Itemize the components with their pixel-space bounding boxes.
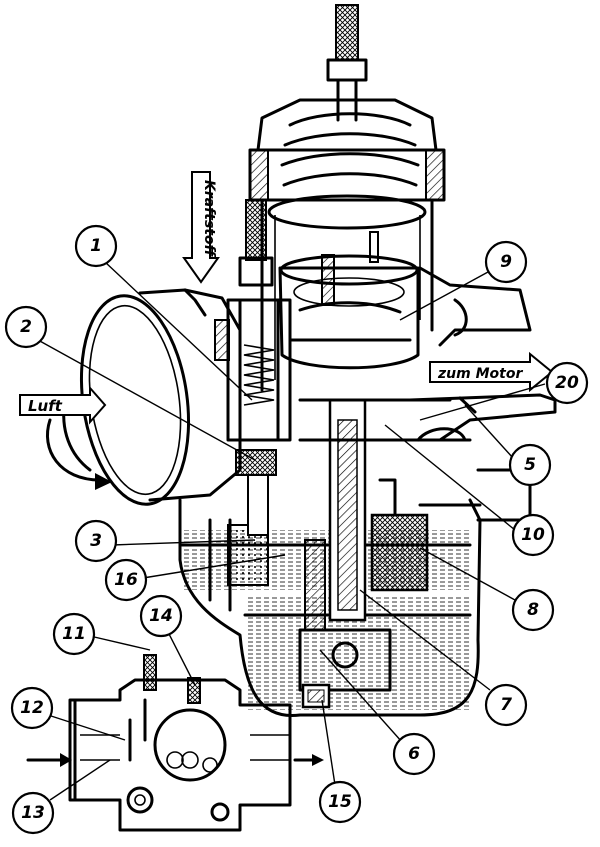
callout-3-circle [74, 519, 118, 563]
callout-13: 13 [21, 803, 45, 823]
fuel-arrow [182, 171, 220, 284]
callout-14: 14 [149, 606, 173, 626]
callout-20-circle [545, 361, 589, 405]
callout-6: 6 [408, 744, 420, 764]
engine-label: zum Motor [437, 366, 523, 382]
throttle-slide [278, 254, 420, 370]
leader-lines [37, 261, 546, 801]
air-label: Luft [28, 397, 63, 415]
callout-12-circle [10, 686, 54, 730]
drain-plug [301, 683, 331, 709]
callout-1: 1 [90, 236, 102, 256]
throttle-cable [326, 4, 368, 122]
jet-block [298, 398, 472, 692]
callout-14-circle [139, 594, 183, 638]
callout-3: 3 [90, 531, 102, 551]
callout-16: 16 [114, 570, 138, 590]
air-arrow [19, 385, 112, 490]
callout-15: 15 [328, 792, 352, 812]
callout-8-circle [511, 588, 555, 632]
callout-15-circle [318, 780, 362, 824]
callout-11: 11 [62, 624, 86, 644]
callout-2: 2 [20, 317, 32, 337]
fuel-inlet-assembly [214, 199, 292, 536]
callout-10-circle [511, 513, 555, 557]
callout-1-circle [74, 224, 118, 268]
callout-2-circle [4, 305, 48, 349]
callout-7: 7 [500, 695, 512, 715]
callout-13-circle [11, 791, 55, 835]
callout-5: 5 [524, 455, 536, 475]
callout-10: 10 [521, 525, 545, 545]
callout-6-circle [392, 732, 436, 776]
callout-9: 9 [500, 252, 512, 272]
callout-circles [4, 224, 589, 835]
callout-16-circle [104, 558, 148, 602]
callout-8: 8 [527, 600, 539, 620]
callout-12: 12 [20, 698, 44, 718]
fuel-label: Kraftstoff [201, 180, 217, 258]
inset-top-view [26, 654, 324, 832]
callout-9-circle [484, 240, 528, 284]
callout-20: 20 [555, 373, 579, 393]
callout-numbers: 1 2 3 16 11 14 12 13 15 6 7 8 10 5 20 9 [20, 236, 579, 823]
engine-arrow [429, 351, 554, 393]
callout-5-circle [508, 443, 552, 487]
callout-7-circle [484, 683, 528, 727]
mixing-chamber-cap [248, 98, 446, 202]
callout-11-circle [52, 612, 96, 656]
